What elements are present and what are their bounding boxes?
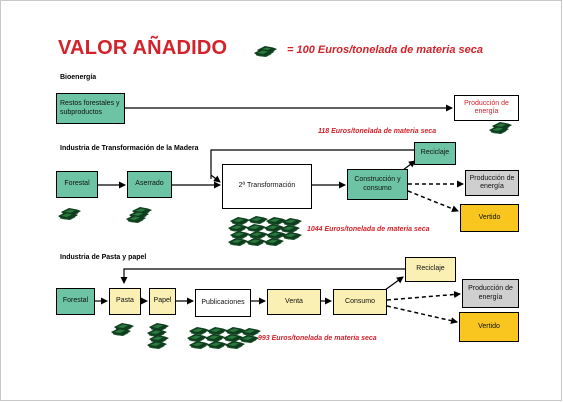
box-produccion-energia-pasta: Producción de energía [462, 279, 519, 308]
value-stacks-forestal-madera [57, 207, 82, 221]
box-segunda-transformacion: 2ª Transformación [222, 164, 312, 209]
box-vertido-madera: Vertido [460, 204, 519, 232]
value-stacks-papel [146, 322, 170, 350]
box-reciclaje-pasta: Reciclaje [405, 257, 456, 282]
box-aserrado: Aserrado [127, 171, 172, 198]
box-papel: Papel [149, 288, 176, 315]
box-produccion-energia-madera: Producción de energía [465, 170, 519, 196]
page-title: VALOR AÑADIDO [58, 37, 228, 59]
box-publicaciones: Publicaciones [195, 289, 251, 317]
box-construccion-consumo: Construcción y consumo [347, 169, 408, 200]
box-venta: Venta [267, 289, 321, 315]
value-stacks-aserrado [125, 206, 153, 224]
box-produccion-energia-bio: Producción de energía [454, 95, 519, 121]
legend-text: = 100 Euros/tonelada de materia seca [287, 44, 483, 56]
annotation-madera-value: 1044 Euros/tonelada de materia seca [307, 226, 430, 233]
box-vertido-pasta: Vertido [459, 312, 519, 342]
annotation-bio-value: 118 Euros/tonelada de materia seca [318, 128, 437, 135]
value-stacks-transformacion [227, 215, 303, 247]
box-consumo: Consumo [333, 289, 387, 315]
section-bioenergia: Bioenergía [60, 74, 97, 81]
section-madera: Industria de Transformación de la Madera [60, 145, 199, 152]
section-pasta: Industria de Pasta y papel [60, 254, 147, 261]
box-pasta: Pasta [109, 288, 141, 315]
box-restos-forestales: Restos forestales y subproductos [56, 93, 125, 124]
value-stacks-pasta [110, 322, 135, 337]
box-forestal-madera: Forestal [56, 171, 98, 198]
green-block-stack-icon [253, 45, 278, 58]
box-reciclaje-madera: Reciclaje [414, 142, 456, 165]
annotation-pasta-value: 993 Euros/tonelada de materia seca [258, 335, 377, 342]
value-stacks-bio [488, 121, 513, 135]
value-stacks-publicaciones [186, 326, 262, 350]
box-forestal-pasta: Forestal [56, 288, 95, 315]
